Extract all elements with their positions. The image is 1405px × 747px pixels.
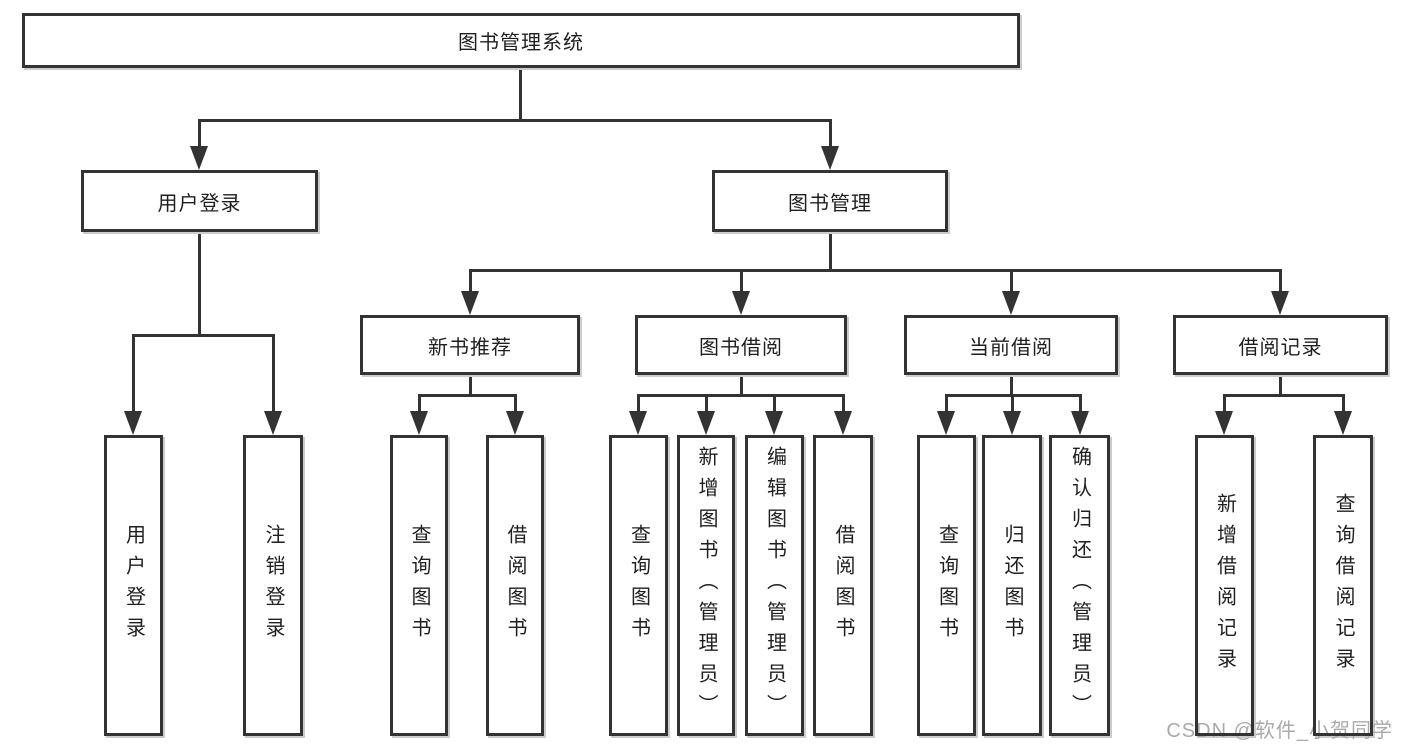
connector-line: [829, 232, 832, 272]
node-label: 归还图书: [1001, 523, 1023, 648]
connector-line: [132, 334, 135, 412]
arrowhead-icon: [821, 146, 839, 170]
node-label: 图书管理系统: [458, 32, 584, 54]
node-label: 借阅图书: [832, 523, 854, 648]
node-label: 查询图书: [408, 523, 430, 648]
connector-line: [469, 269, 1282, 272]
leaf-confirm-return-admin: 确认归还（管理员）: [1049, 435, 1110, 736]
node-label: 当前借阅: [969, 336, 1053, 359]
node-label: 借阅记录: [1238, 336, 1323, 359]
connector-line: [132, 334, 275, 337]
node-borrowing-records: 借阅记录: [1173, 315, 1388, 375]
arrowhead-icon: [1271, 291, 1289, 315]
node-library-system: 图书管理系统: [22, 13, 1020, 68]
connector-line: [842, 394, 845, 413]
leaf-query-books-borrowing: 查询图书: [609, 435, 668, 736]
connector-line: [198, 119, 201, 148]
node-label: 图书管理: [788, 192, 872, 215]
node-label: 查询图书: [935, 523, 958, 648]
arrowhead-icon: [937, 411, 955, 435]
connector-line: [829, 119, 832, 148]
arrowhead-icon: [732, 291, 750, 315]
connector-line: [1010, 375, 1013, 396]
leaf-add-borrow-record: 新增借阅记录: [1195, 435, 1254, 736]
arrowhead-icon: [264, 411, 282, 435]
connector-line: [519, 68, 522, 121]
node-label: 编辑图书（管理员）: [763, 446, 786, 725]
node-current-borrowing: 当前借阅: [904, 315, 1118, 375]
leaf-user-login: 用户登录: [104, 435, 163, 736]
connector-line: [514, 394, 517, 413]
node-label: 确认归还（管理员）: [1068, 446, 1091, 725]
connector-line: [1011, 394, 1014, 413]
arrowhead-icon: [124, 411, 142, 435]
connector-line: [637, 394, 640, 413]
leaf-borrow-books: 借阅图书: [813, 435, 873, 736]
arrowhead-icon: [1002, 291, 1020, 315]
arrowhead-icon: [697, 411, 715, 435]
node-book-management: 图书管理: [712, 170, 948, 232]
connector-line: [418, 394, 517, 397]
connector-line: [740, 269, 743, 293]
connector-line: [1279, 269, 1282, 293]
connector-line: [773, 394, 776, 413]
node-label: 新增图书（管理员）: [695, 446, 717, 725]
arrowhead-icon: [1334, 411, 1352, 435]
node-label: 查询图书: [627, 523, 650, 648]
arrowhead-icon: [506, 411, 524, 435]
node-book-borrowing: 图书借阅: [635, 315, 847, 375]
connector-line: [705, 394, 708, 413]
node-label: 新书推荐: [428, 336, 512, 359]
arrowhead-icon: [410, 411, 428, 435]
arrowhead-icon: [1071, 411, 1089, 435]
connector-line: [198, 119, 832, 122]
connector-line: [637, 394, 845, 397]
leaf-edit-books-admin: 编辑图书（管理员）: [745, 435, 804, 736]
connector-line: [418, 394, 421, 413]
csdn-watermark: CSDN @软件_小贺同学: [1166, 720, 1393, 742]
connector-line: [469, 269, 472, 293]
node-label: 借阅图书: [504, 523, 526, 648]
connector-line: [1079, 394, 1082, 413]
leaf-query-books-recommend: 查询图书: [390, 435, 448, 736]
node-new-book-recommend: 新书推荐: [360, 315, 580, 375]
node-label: 注销登录: [262, 523, 284, 648]
node-user-login: 用户登录: [81, 170, 318, 232]
leaf-query-books-current: 查询图书: [917, 435, 976, 736]
leaf-return-books: 归还图书: [982, 435, 1042, 736]
node-label: 用户登录: [157, 192, 242, 215]
node-label: 查询借阅记录: [1332, 492, 1354, 679]
leaf-borrow-books-recommend: 借阅图书: [486, 435, 544, 736]
connector-line: [1279, 375, 1282, 396]
leaf-query-borrow-record: 查询借阅记录: [1313, 435, 1373, 736]
arrowhead-icon: [629, 411, 647, 435]
connector-line: [1223, 394, 1226, 413]
arrowhead-icon: [834, 411, 852, 435]
node-label: 用户登录: [122, 523, 145, 648]
arrowhead-icon: [765, 411, 783, 435]
connector-line: [1223, 394, 1345, 397]
arrowhead-icon: [1215, 411, 1233, 435]
connector-line: [1342, 394, 1345, 413]
connector-line: [1010, 269, 1013, 293]
connector-line: [272, 334, 275, 412]
leaf-logout: 注销登录: [243, 435, 303, 736]
connector-line: [740, 375, 743, 396]
node-label: 图书借阅: [699, 336, 783, 359]
connector-line: [945, 394, 948, 413]
leaf-add-books-admin: 新增图书（管理员）: [677, 435, 735, 736]
connector-line: [198, 232, 201, 336]
arrowhead-icon: [190, 146, 208, 170]
arrowhead-icon: [1003, 411, 1021, 435]
node-label: 新增借阅记录: [1213, 492, 1236, 679]
arrowhead-icon: [461, 291, 479, 315]
connector-line: [469, 375, 472, 396]
